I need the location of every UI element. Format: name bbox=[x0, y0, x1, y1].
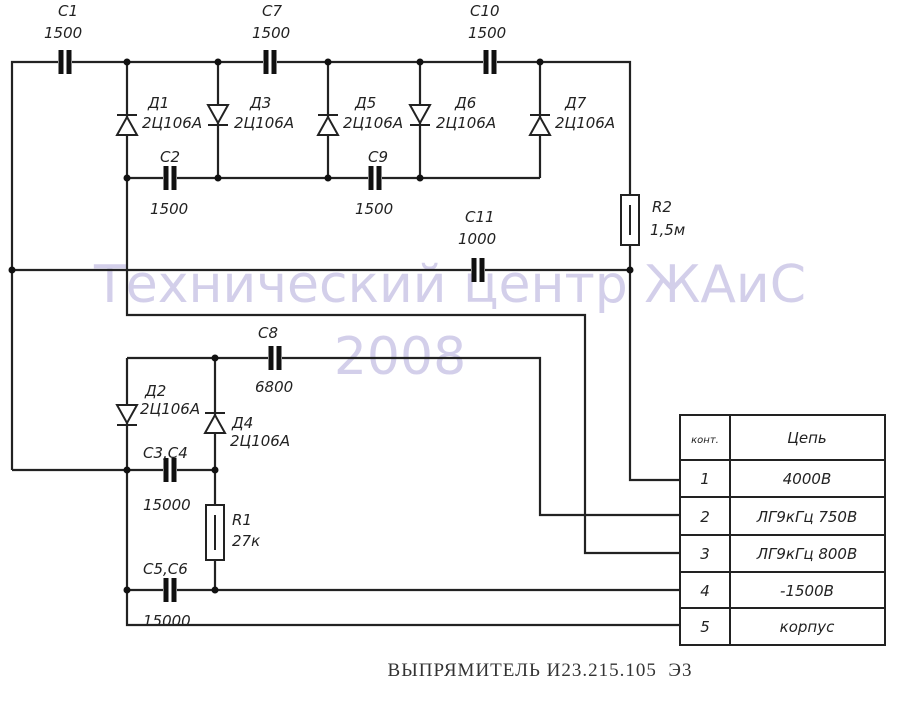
c5c6-value: 15000 bbox=[143, 612, 191, 630]
diode-d5 bbox=[316, 114, 340, 136]
table-cell: 3 bbox=[700, 545, 710, 563]
capacitors bbox=[58, 50, 497, 602]
component-labels: С1 1500 С7 1500 С10 1500 С2 1500 С9 1500… bbox=[44, 2, 685, 630]
d4-label: Д4 bbox=[231, 414, 253, 432]
d3-label: Д3 bbox=[249, 94, 271, 112]
diagram-title: ВЫПРЯМИТЕЛЬ И23.215.105 Э3 bbox=[388, 660, 693, 681]
junctions bbox=[8, 58, 634, 594]
c9-label: С9 bbox=[368, 148, 388, 166]
c7-value: 1500 bbox=[252, 24, 290, 42]
d3-type: 2Ц106А bbox=[234, 114, 294, 132]
resistors bbox=[205, 194, 640, 561]
d1-type: 2Ц106А bbox=[142, 114, 202, 132]
c9-value: 1500 bbox=[355, 200, 393, 218]
table-cell: корпус bbox=[780, 618, 835, 636]
diode-d2 bbox=[115, 404, 139, 426]
d7-label: Д7 bbox=[564, 94, 587, 112]
c3c4-value: 15000 bbox=[143, 496, 191, 514]
watermark-text: Технический центр ЖАиС bbox=[93, 255, 806, 315]
d7-type: 2Ц106А bbox=[555, 114, 615, 132]
d2-type: 2Ц106А bbox=[140, 400, 200, 418]
d6-type: 2Ц106А bbox=[436, 114, 496, 132]
d4-type: 2Ц106А bbox=[230, 432, 290, 450]
r1-label: R1 bbox=[232, 511, 252, 529]
c7-label: С7 bbox=[262, 2, 282, 20]
c8-label: С8 bbox=[258, 324, 278, 342]
table-header-contact: конт. bbox=[691, 435, 719, 446]
table-cell: 1 bbox=[700, 470, 710, 488]
c1-label: С1 bbox=[58, 2, 78, 20]
d1-label: Д1 bbox=[147, 94, 169, 112]
table-cell: 2 bbox=[700, 508, 710, 526]
c11-value: 1000 bbox=[458, 230, 496, 248]
diode-d4 bbox=[203, 412, 227, 434]
watermark: Технический центр ЖАиС 2008 bbox=[93, 255, 806, 387]
diodes bbox=[115, 104, 552, 434]
table-cell: ЛГ9кГц 750В bbox=[756, 508, 858, 526]
connector-table: конт. Цепь 1 4000В 2 ЛГ9кГц 750В 3 ЛГ9кГ… bbox=[679, 414, 886, 646]
d5-label: Д5 bbox=[354, 94, 376, 112]
wires bbox=[10, 60, 680, 627]
c2-value: 1500 bbox=[150, 200, 188, 218]
d6-label: Д6 bbox=[454, 94, 476, 112]
r2-value: 1,5м bbox=[650, 221, 685, 239]
diode-d7 bbox=[528, 114, 552, 136]
c2-label: С2 bbox=[160, 148, 180, 166]
diode-d3 bbox=[206, 104, 230, 126]
table-header-circuit: Цепь bbox=[787, 429, 827, 447]
c5c6-label: С5,С6 bbox=[143, 560, 188, 578]
c10-label: С10 bbox=[470, 2, 500, 20]
c1-value: 1500 bbox=[44, 24, 82, 42]
diode-d1 bbox=[115, 114, 139, 136]
c8-value: 6800 bbox=[255, 378, 293, 396]
c11-label: С11 bbox=[465, 208, 495, 226]
c10-value: 1500 bbox=[468, 24, 506, 42]
c3c4-label: С3,С4 bbox=[143, 444, 188, 462]
r1-value: 27к bbox=[232, 532, 260, 550]
table-cell: ЛГ9кГц 800В bbox=[756, 545, 858, 563]
d2-label: Д2 bbox=[144, 382, 166, 400]
r2-label: R2 bbox=[652, 198, 672, 216]
table-cell: 4000В bbox=[783, 470, 831, 488]
table-cell: 5 bbox=[700, 618, 710, 636]
d5-type: 2Ц106А bbox=[343, 114, 403, 132]
diode-d6 bbox=[408, 104, 432, 126]
table-cell: 4 bbox=[700, 582, 710, 600]
table-cell: -1500В bbox=[780, 582, 834, 600]
